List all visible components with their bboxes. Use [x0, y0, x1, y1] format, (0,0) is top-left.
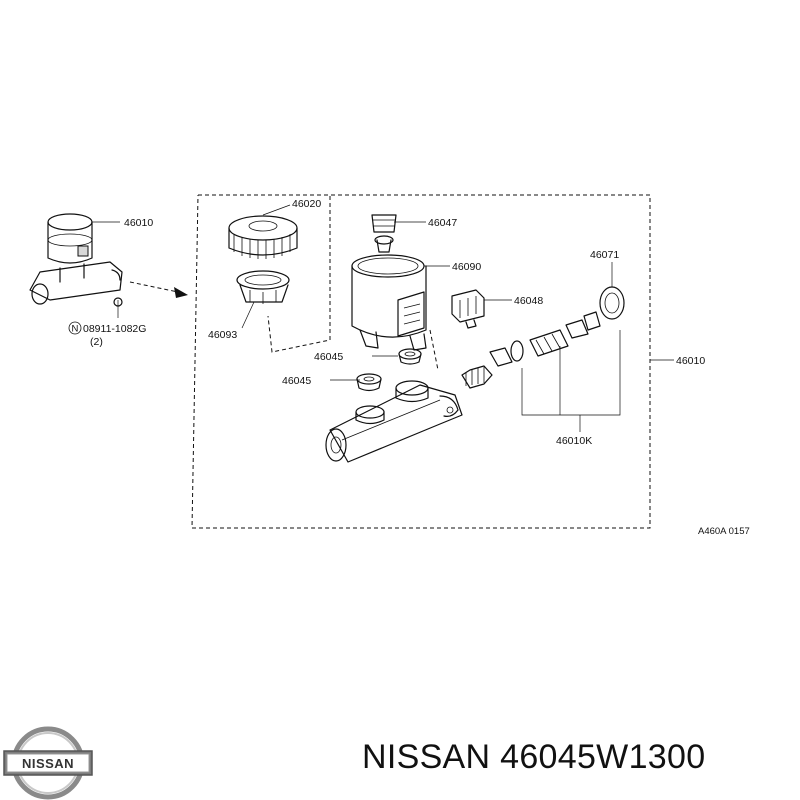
- leader-lines: [241, 196, 674, 432]
- callout-46093: 46093: [208, 329, 237, 341]
- callout-46071: 46071: [590, 249, 619, 261]
- exploded-frame: [191, 194, 651, 529]
- figure-reference: A460A 0157: [698, 526, 750, 537]
- callout-bolt-qty: (2): [90, 336, 103, 348]
- level-switch-connector: [451, 289, 485, 329]
- overview-assembly: [29, 213, 123, 318]
- callout-46010-overview: 46010: [124, 217, 153, 229]
- master-cylinder-body: [325, 380, 463, 463]
- bolt-prefix: N: [72, 324, 79, 335]
- part-title: NISSAN 46045W1300: [362, 738, 706, 776]
- piston-kit: [461, 311, 601, 389]
- callout-46090: 46090: [452, 261, 481, 273]
- reservoir-gasket: [236, 270, 290, 304]
- callout-46010-exploded: 46010: [676, 355, 705, 367]
- callout-46045-lower: 46045: [282, 375, 311, 387]
- bolt-callout: N 08911-1082G (2): [68, 321, 146, 348]
- logo-brand-text: NISSAN: [22, 756, 74, 771]
- grommet-upper: [398, 348, 422, 365]
- grommet-lower: [356, 373, 382, 392]
- callout-46020: 46020: [292, 198, 321, 210]
- piston-boot: [599, 286, 625, 320]
- reservoir-tank: [351, 254, 427, 351]
- arrow-to-exploded: [129, 281, 188, 298]
- callout-46048: 46048: [514, 295, 543, 307]
- callout-46010K: 46010K: [556, 435, 592, 447]
- callout-bolt-part: 08911-1082G: [83, 323, 146, 335]
- strainer: [371, 214, 397, 253]
- callout-46045-upper: 46045: [314, 351, 343, 363]
- reservoir-cap: [228, 215, 298, 259]
- nissan-logo: NISSAN: [3, 726, 93, 800]
- callout-46047: 46047: [428, 217, 457, 229]
